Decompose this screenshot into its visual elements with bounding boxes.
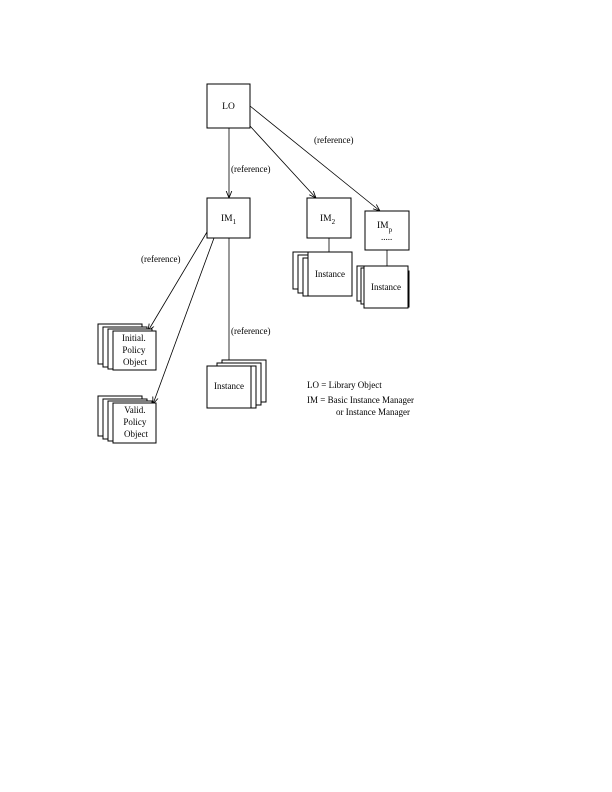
imp-subscript: p [389, 226, 393, 234]
edge-lo-to-imp [249, 105, 380, 211]
instance-stack-im1: Instance [206, 359, 267, 409]
im2-label: IM2 [320, 214, 336, 226]
imp-node: IMp ..... [364, 210, 410, 251]
instance-label-imp: Instance [371, 282, 401, 292]
edge-lo-to-im2 [249, 125, 316, 198]
edge-im1-to-initial-policy [148, 231, 208, 331]
valid-policy-label: Valid. Policy Object [123, 405, 148, 439]
lo-label: LO [222, 102, 235, 112]
legend-lo: LO = Library Object [307, 380, 382, 390]
instance-label-im2: Instance [315, 269, 345, 279]
edge-label-lo-to-imp: (reference) [314, 135, 353, 145]
edge-label-lo-to-im1: (reference) [231, 164, 270, 174]
imp-label: IMp [377, 221, 393, 234]
im2-node: IM2 [306, 197, 352, 239]
instance-label-im1: Instance [214, 381, 244, 391]
edge-im1-to-valid-policy [153, 237, 215, 404]
im2-subscript: 2 [332, 218, 336, 226]
legend-im-line1: IM = Basic Instance Manager [307, 395, 414, 405]
instance-stack-im2: Instance [292, 251, 353, 297]
im1-label: IM1 [221, 214, 237, 226]
lo-node: LO [206, 83, 251, 129]
im1-subscript: 1 [233, 218, 237, 226]
initial-policy-object-stack: Initial. Policy Object [97, 323, 157, 371]
instance-stack-imp: Instance [356, 265, 410, 309]
valid-policy-object-stack: Valid. Policy Object [97, 395, 157, 444]
legend: LO = Library Object IM = Basic Instance … [307, 380, 414, 417]
initial-policy-label: Initial. Policy Object [122, 333, 148, 367]
imp-dots: ..... [381, 232, 392, 242]
edge-label-im1-to-policy: (reference) [141, 254, 180, 264]
edge-label-im1-to-instance: (reference) [231, 326, 270, 336]
legend-im-line2: or Instance Manager [336, 407, 410, 417]
im1-node: IM1 [206, 197, 251, 239]
